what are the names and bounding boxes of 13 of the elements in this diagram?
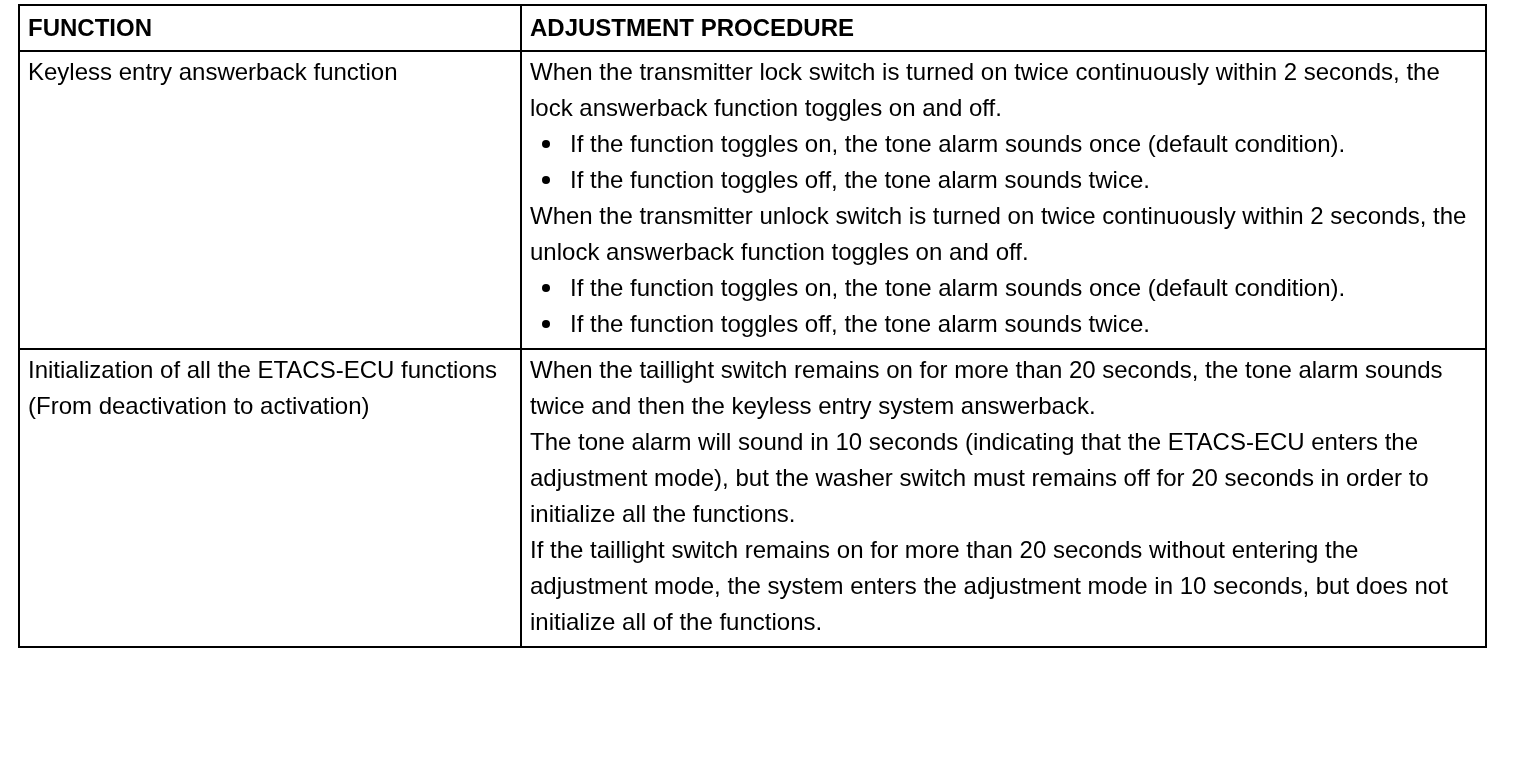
bullet-text: If the function toggles on, the tone alarm sounds once (default condition). <box>570 273 1347 303</box>
cell-text: Keyless entry answerback function <box>28 57 399 87</box>
bullet-text: If the function toggles on, the tone alarm sounds once (default condition). <box>570 129 1347 159</box>
column-header: FUNCTION <box>28 13 153 43</box>
column-header: ADJUSTMENT PROCEDURE <box>530 13 856 43</box>
cell-text: When the taillight switch remains on for more than 20 seconds, the tone alarm sounds twice and then the keyless entry system answerback. <box>530 355 1444 421</box>
cell-text: When the transmitter lock switch is turned on twice continuously within 2 seconds, the lock answerback function toggles on and off. <box>530 57 1441 123</box>
cell-text: Initialization of all the ETACS-ECU functions (From deactivation to activation) <box>28 355 499 421</box>
cell-text: The tone alarm will sound in 10 seconds (indicating that the ETACS-ECU enters the adjustment mode), but the washer switch must remains off for 20 seconds in order to initialize all the functions. <box>530 427 1430 529</box>
cell-text: When the transmitter unlock switch is turned on twice continuously within 2 seconds, the unlock answerback function toggles on and off. <box>530 201 1468 267</box>
bullet-text: If the function toggles off, the tone alarm sounds twice. <box>570 309 1151 339</box>
bullet-text: If the function toggles off, the tone alarm sounds twice. <box>570 165 1151 195</box>
cell-text: If the taillight switch remains on for more than 20 seconds without entering the adjustment mode, the system enters the adjustment mode in 10 seconds, but does not initialize all of the functions. <box>530 535 1449 637</box>
